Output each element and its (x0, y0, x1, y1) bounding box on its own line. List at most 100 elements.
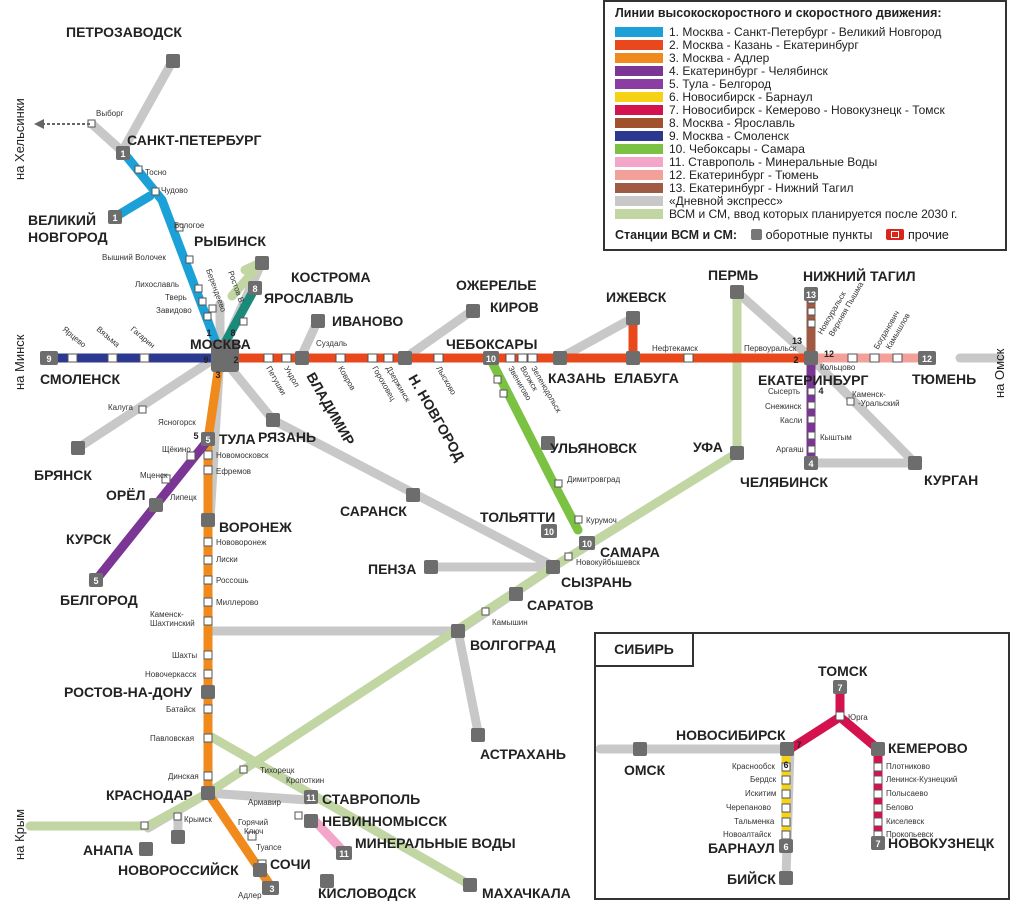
svg-text:13: 13 (806, 290, 816, 300)
svg-text:7: 7 (875, 839, 880, 849)
city-ekb: ЕКАТЕРИНБУРГ (758, 372, 868, 388)
stn-millerovo: Миллерово (216, 598, 259, 607)
city-penza: ПЕНЗА (368, 561, 416, 577)
svg-text:2: 2 (793, 355, 798, 365)
legend-label: 10. Чебоксары - Самара (669, 142, 805, 156)
legend-terminal-label: оборотные пункты (765, 228, 873, 242)
legend-swatch (615, 157, 663, 167)
legend-swatch (615, 105, 663, 115)
legend-label: «Дневной экспресс» (669, 194, 783, 208)
stn-krasnoobsk: Краснообск (732, 762, 775, 771)
city-kislovodsk: КИСЛОВОДСК (318, 885, 417, 901)
city-izhevsk: ИЖЕВСК (606, 289, 667, 305)
stn-efremov: Ефремов (216, 467, 251, 476)
svg-text:5: 5 (193, 431, 198, 441)
svg-text:11: 11 (339, 849, 349, 859)
city-vnovgorod-2: НОВГОРОД (28, 229, 108, 245)
city-novokuznetsk: НОВОКУЗНЕЦК (888, 835, 995, 851)
city-stavropol: СТАВРОПОЛЬ (322, 791, 420, 807)
svg-text:9: 9 (203, 355, 208, 365)
svg-text:11: 11 (306, 793, 316, 803)
legend-label: 12. Екатеринбург - Тюмень (669, 168, 819, 182)
stn-kropotkin: Кропоткин (286, 776, 324, 785)
city-biysk: БИЙСК (727, 870, 776, 887)
svg-text:2: 2 (233, 355, 238, 365)
city-smolensk: СМОЛЕНСК (40, 371, 121, 387)
stn-tikhoretsk: Тихорецк (260, 766, 295, 775)
city-nnovgorod: Н. НОВГОРОД (405, 372, 468, 464)
city-ryazan: РЯЗАНЬ (258, 429, 316, 445)
city-ufa: УФА (693, 439, 723, 455)
city-kemerovo: КЕМЕРОВО (888, 740, 968, 756)
other-station-icon (886, 229, 905, 240)
stn-schekino: Щёкино (162, 445, 191, 454)
stn-likhoslavl: Лихославль (135, 280, 179, 289)
stn-zavidovo: Завидово (156, 306, 192, 315)
future-lines (25, 257, 742, 890)
stn-chudovo: Чудово (161, 186, 188, 195)
stn-kyshtym: Кыштым (820, 433, 852, 442)
city-makhachkala: МАХАЧКАЛА (482, 885, 571, 901)
stn-vvolochek: Вышний Волочек (102, 253, 166, 262)
stn-armavir: Армавир (248, 798, 281, 807)
stn-pavlovskaya: Павловская (150, 734, 194, 743)
svg-text:13: 13 (792, 336, 802, 346)
legend-label: 11. Ставрополь - Минеральные Воды (669, 155, 878, 169)
legend-swatch (615, 131, 663, 141)
legend-swatch (615, 183, 663, 193)
stn-novocherkassk: Новочеркасск (145, 670, 197, 679)
stn-koltsovo: Кольцово (820, 363, 856, 372)
major-stations (40, 54, 936, 895)
siberia-inset: СИБИРЬ (594, 632, 1010, 900)
legend-swatch (615, 209, 663, 219)
stn-goryachiy: Горячий (238, 818, 268, 827)
stn-tosno: Тосно (145, 168, 167, 177)
dir-crimea: на Крым (12, 809, 27, 860)
svg-text:12: 12 (922, 354, 932, 364)
city-yaroslavl: ЯРОСЛАВЛЬ (264, 290, 353, 306)
stn-talmenka: Тальменка (734, 817, 775, 826)
city-kazan: КАЗАНЬ (548, 370, 606, 386)
legend-other-label: прочие (908, 228, 949, 242)
stn-polysaevo: Полысаево (886, 789, 929, 798)
stn-kamensk-sh: Каменск- (150, 610, 184, 619)
svg-text:1: 1 (112, 213, 117, 223)
legend-label: 9. Москва - Смоленск (669, 129, 789, 143)
stn-yartsevo: Ярцево (61, 325, 88, 350)
stn-kaluga: Калуга (108, 403, 134, 412)
svg-text:9: 9 (46, 354, 51, 364)
stn-kamensk-2: -Уральский (858, 399, 900, 408)
stn-novokuib: Новокуйбышевск (576, 558, 640, 567)
svg-text:3: 3 (215, 370, 220, 380)
city-belgorod: БЕЛГОРОД (60, 592, 138, 608)
city-ivanovo: ИВАНОВО (332, 313, 403, 329)
city-tolyatti: ТОЛЬЯТТИ (480, 509, 555, 525)
legend-label: 1. Москва - Санкт-Петербург - Великий Но… (669, 25, 942, 39)
svg-text:10: 10 (544, 527, 554, 537)
line-number-labels: 1 1 8 9 10 12 13 4 5 5 10 10 11 11 3 7 6… (46, 149, 932, 894)
legend-label: 13. Екатеринбург - Нижний Тагил (669, 181, 854, 195)
city-rostov: РОСТОВ-НА-ДОНУ (64, 684, 193, 700)
stn-sysert: Сысерть (768, 387, 800, 396)
legend-label: 7. Новосибирск - Кемерово - Новокузнецк … (669, 103, 945, 117)
city-rybinsk: РЫБИНСК (194, 233, 266, 249)
svg-text:4: 4 (808, 459, 813, 469)
legend-label: 6. Новосибирск - Барнаул (669, 90, 813, 104)
siberia-title: СИБИРЬ (596, 634, 694, 667)
stn-goryachiy-2: Ключ (244, 827, 263, 836)
city-novorossiysk: НОВОРОССИЙСК (118, 861, 239, 878)
stn-kamyshin: Камышин (492, 618, 528, 627)
stn-krymsk: Крымск (184, 815, 212, 824)
svg-text:6: 6 (783, 760, 788, 770)
legend-swatch (615, 196, 663, 206)
city-ulyanovsk: УЛЬЯНОВСК (550, 440, 637, 456)
stn-gagarin: Гагарин (129, 325, 157, 350)
stn-plotnikovo: Плотниково (886, 762, 931, 771)
legend-stations-label: Станции ВСМ и СМ: (615, 228, 738, 242)
stn-yurga: Юрга (848, 713, 868, 722)
stn-snezhinsk: Снежинск (765, 402, 802, 411)
stn-bataysk: Батайск (166, 705, 196, 714)
stn-iskitim: Искитим (745, 789, 776, 798)
city-perm: ПЕРМЬ (708, 267, 758, 283)
